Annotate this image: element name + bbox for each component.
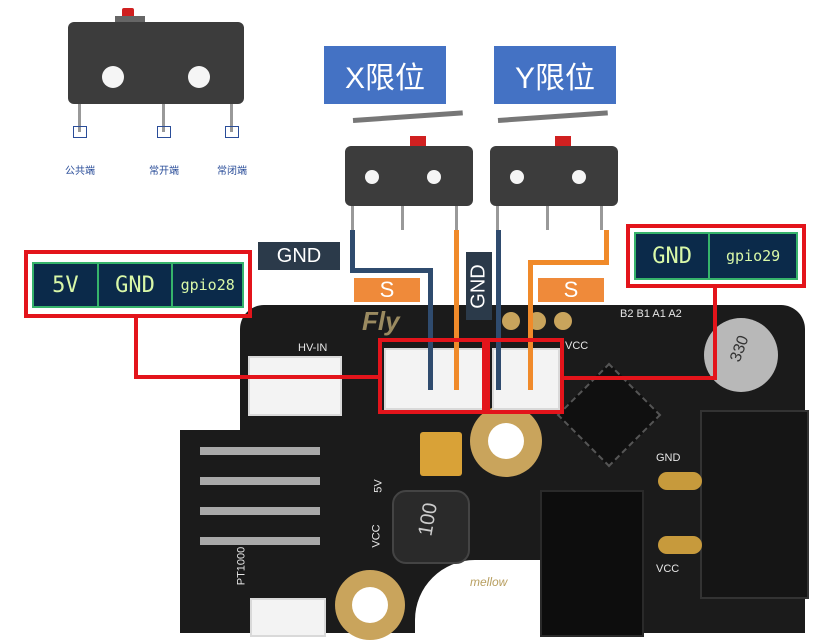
y-s-tag: S (538, 277, 604, 302)
switch-lever-arm (115, 16, 145, 24)
tantalum-cap (420, 432, 462, 476)
left-pin-5v: 5V (34, 264, 99, 306)
y-switch-pin-3 (600, 206, 603, 230)
y-switch-button (555, 136, 571, 148)
x-switch-lever (352, 110, 463, 123)
pin-2-marker (157, 126, 171, 138)
pin-1-marker (73, 126, 87, 138)
hv-in-connector (248, 356, 342, 416)
pin-2 (162, 104, 165, 132)
y-limit-label: Y限位 (494, 46, 616, 104)
right-line-across (562, 376, 717, 380)
pin-label-no: 常开端 (149, 166, 179, 177)
left-pin-table: 5V GND gpio28 (32, 262, 244, 308)
pin-label-nc: 常闭端 (217, 166, 247, 177)
x-connector-highlight (378, 338, 486, 414)
y-signal-wire-vertical-top (604, 230, 609, 264)
y-signal-wire-vertical-bottom (528, 260, 533, 390)
board-5v: 5V (372, 479, 385, 493)
usb-connector (540, 490, 644, 637)
inductor (392, 490, 470, 564)
board-gnd: GND (656, 452, 681, 464)
y-limit-connector (492, 348, 560, 410)
x-gnd-wire-vertical-bottom (428, 268, 433, 390)
screw-terminal-1 (658, 472, 702, 490)
board-hv-in: HV-IN (298, 342, 328, 354)
switch-hole-right (188, 66, 210, 88)
x-s-tag: S (354, 277, 420, 302)
top-pad-3 (554, 312, 572, 330)
pin-label-common: 公共端 (65, 166, 95, 177)
x-switch-pin-2 (401, 206, 404, 230)
y-limit-switch (480, 110, 620, 237)
switch-lever (122, 8, 134, 18)
left-pin-gpio28: gpio28 (180, 276, 235, 294)
right-pin-gpio29: gpio29 (725, 247, 781, 265)
x-switch-pin-1 (351, 206, 354, 230)
power-terminal (700, 410, 809, 599)
x-switch-pin-3 (455, 206, 458, 230)
board-vcc: VCC (656, 563, 680, 575)
bottom-connector (250, 598, 326, 637)
x-switch-button (410, 136, 426, 148)
right-pin-table: GND gpio29 (634, 232, 798, 280)
y-switch-pin-2 (546, 206, 549, 230)
top-pad-1 (502, 312, 520, 330)
left-pin-gnd: GND (99, 264, 174, 306)
header-pin-4 (200, 537, 320, 545)
board-logo: Fly (362, 306, 400, 336)
header-pin-1 (200, 447, 320, 455)
header-pin-2 (200, 477, 320, 485)
board-vcc-small: VCC (370, 524, 383, 548)
mount-hole-bottom-inner (352, 587, 388, 623)
y-switch-lever (497, 110, 608, 123)
y-connector-highlight (486, 338, 564, 414)
x-limit-switch (335, 110, 475, 237)
x-limit-connector (384, 348, 486, 410)
switch-hole-left (102, 66, 124, 88)
y-signal-wire-horizontal (528, 260, 609, 265)
pin-1 (78, 104, 81, 132)
board-brand: mellow (470, 575, 508, 589)
left-line-across (134, 375, 382, 379)
pin-3-marker (225, 126, 239, 138)
x-switch-hole-left (365, 170, 379, 184)
pin-3 (230, 104, 233, 132)
x-signal-wire (454, 230, 459, 390)
fly-board-left-ext (180, 430, 250, 633)
gnd-vertical-tag: GND (466, 252, 492, 320)
right-pin-gnd: GND (636, 234, 711, 278)
y-switch-hole-right (572, 170, 586, 184)
x-gnd-wire-vertical-top (350, 230, 355, 272)
gnd-tag: GND (258, 242, 340, 270)
y-switch-hole-left (510, 170, 524, 184)
left-line-down (134, 316, 138, 378)
left-pin-highlight (24, 250, 252, 318)
y-switch-pin-1 (496, 206, 499, 230)
x-switch-hole-right (427, 170, 441, 184)
right-line-down (713, 286, 717, 380)
board-pt1000: PT1000 (235, 546, 248, 586)
board-vcc-top: VCC (565, 340, 589, 352)
x-gnd-wire-horizontal (350, 268, 432, 273)
reference-switch: 公共端 常开端 常闭端 (60, 0, 280, 190)
gnd-vertical-text: GND (467, 263, 490, 309)
board-top-right-pins: B2 B1 A1 A2 (620, 308, 682, 320)
x-limit-label: X限位 (324, 46, 446, 104)
header-pin-3 (200, 507, 320, 515)
y-gnd-wire (496, 230, 501, 390)
switch-body (68, 22, 244, 104)
mount-hole-center-inner (488, 423, 524, 459)
screw-terminal-2 (658, 536, 702, 554)
